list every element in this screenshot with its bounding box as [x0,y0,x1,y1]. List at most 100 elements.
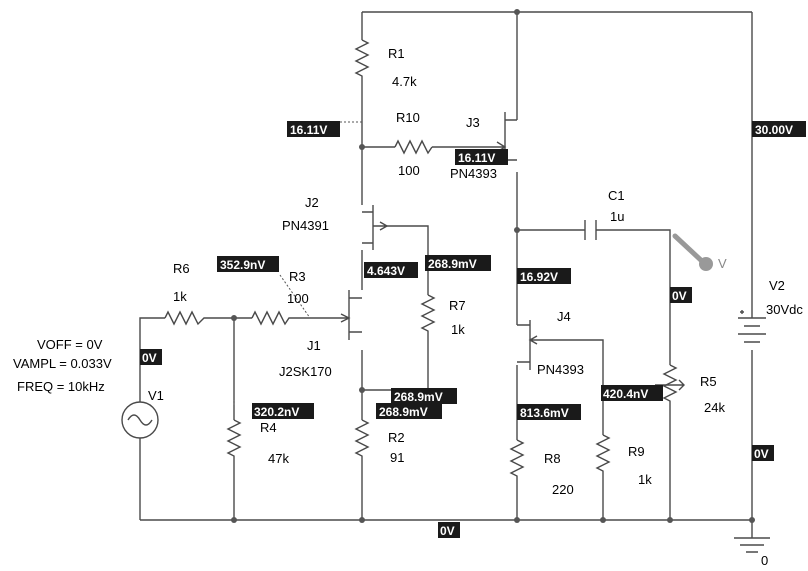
svg-text:16.11V: 16.11V [290,123,327,137]
resistors [164,39,685,490]
c1-r5-wire [517,229,671,520]
r5-symbol [662,364,678,405]
vmark-r10-left: 16.11V [287,121,340,137]
c1-value: 1u [610,209,624,224]
j4-r9-wire [542,339,604,520]
junction-dots [231,9,755,523]
vmark-j2-source: 4.643V [364,262,418,278]
r5-ref: R5 [700,374,717,389]
svg-text:4.643V: 4.643V [367,264,405,278]
svg-text:268.9mV: 268.9mV [428,257,477,271]
svg-text:320.2nV: 320.2nV [254,405,299,419]
r10-ref: R10 [396,110,420,125]
v1-vampl: VAMPL = 0.033V [13,356,112,371]
voltage-probe[interactable] [672,233,713,271]
r3-ref: R3 [289,269,306,284]
r10-value: 100 [398,163,420,178]
j4-model: PN4393 [537,362,584,377]
ground-symbol [734,537,770,553]
svg-text:420.4nV: 420.4nV [603,387,648,401]
r6-symbol [164,310,205,326]
vmark-r7-top: 268.9mV [425,255,491,271]
r2-value: 91 [390,450,404,465]
r6-value: 1k [173,289,187,304]
component-labels: R1 4.7k R10 100 J3 PN4393 J2 PN4391 C1 1… [13,46,803,568]
svg-text:268.9mV: 268.9mV [394,390,443,404]
vmark-r4-top: 320.2nV [252,403,314,419]
r4-symbol [226,419,242,465]
vmark-v1-plus: 0V [140,349,162,365]
vmark-j1-source-a: 268.9mV [391,388,457,404]
j4-ref: J4 [557,309,571,324]
probe-tip [699,257,713,271]
vmark-j3-gate: 16.11V [455,149,508,165]
transistors [338,112,542,370]
j2-symbol [362,205,389,250]
r8-value: 220 [552,482,574,497]
v1-ref: V1 [148,388,164,403]
j1-model: J2SK170 [279,364,332,379]
svg-text:0V: 0V [142,351,157,365]
voltage-markers: 16.11V 16.11V 30.00V 352.9nV 4.643V 268.… [140,121,806,538]
vmark-c1-right: 0V [670,287,692,303]
r7-symbol [420,294,436,338]
c1-symbol [584,220,597,240]
r9-value: 1k [638,472,652,487]
r7-value: 1k [451,322,465,337]
svg-text:813.6mV: 813.6mV [520,406,569,420]
r3-value: 100 [287,291,309,306]
svg-text:30.00V: 30.00V [755,123,793,137]
probe-label: V [718,256,727,271]
j4-symbol [517,320,542,370]
svg-text:268.9mV: 268.9mV [379,405,428,419]
r10-symbol [394,139,433,155]
v1-voff: VOFF = 0V [37,337,103,352]
v2-ref: V2 [769,278,785,293]
svg-text:16.11V: 16.11V [458,151,495,165]
v1-freq: FREQ = 10kHz [17,379,105,394]
j1-symbol [338,290,362,340]
svg-text:0V: 0V [754,447,769,461]
vmark-j1-source-b: 268.9mV [376,403,442,419]
r5-value: 24k [704,400,725,415]
svg-text:352.9nV: 352.9nV [220,258,265,272]
r8-ref: R8 [544,451,561,466]
j2-r7-wire [362,225,429,391]
r8-symbol [509,439,525,490]
v2-value: 30Vdc [766,302,803,317]
r2-symbol [354,419,370,470]
svg-text:0V: 0V [672,289,687,303]
r9-symbol [595,434,611,480]
vmark-gnd-rail: 0V [438,522,460,538]
r1-symbol [354,39,370,80]
v2-source [738,310,766,343]
wires [139,11,753,538]
vmark-j4-drain: 16.92V [517,268,571,284]
r1-value: 4.7k [392,74,417,89]
j2-ref: J2 [305,195,319,210]
j2-model: PN4391 [282,218,329,233]
j3-ref: J3 [466,115,480,130]
j1-ref: J1 [307,338,321,353]
vmark-r3-node: 352.9nV [217,256,279,272]
r1-ref: R1 [388,46,405,61]
svg-text:0V: 0V [440,524,455,538]
r3-symbol [251,310,290,326]
v1-source [121,380,159,440]
vmark-r8-top: 813.6mV [517,404,581,420]
vmark-v2-minus: 0V [752,445,774,461]
r9-ref: R9 [628,444,645,459]
r2-ref: R2 [388,430,405,445]
leader-r3 [279,274,311,319]
ground-label: 0 [761,553,768,568]
probe-handle [672,233,707,266]
vmark-supply: 30.00V [752,121,806,137]
svg-text:16.92V: 16.92V [520,270,558,284]
r6-ref: R6 [173,261,190,276]
c1-ref: C1 [608,188,625,203]
r4-value: 47k [268,451,289,466]
vmark-j4-gate: 420.4nV [601,385,663,401]
j3-symbol [492,112,517,161]
r4-ref: R4 [260,420,277,435]
